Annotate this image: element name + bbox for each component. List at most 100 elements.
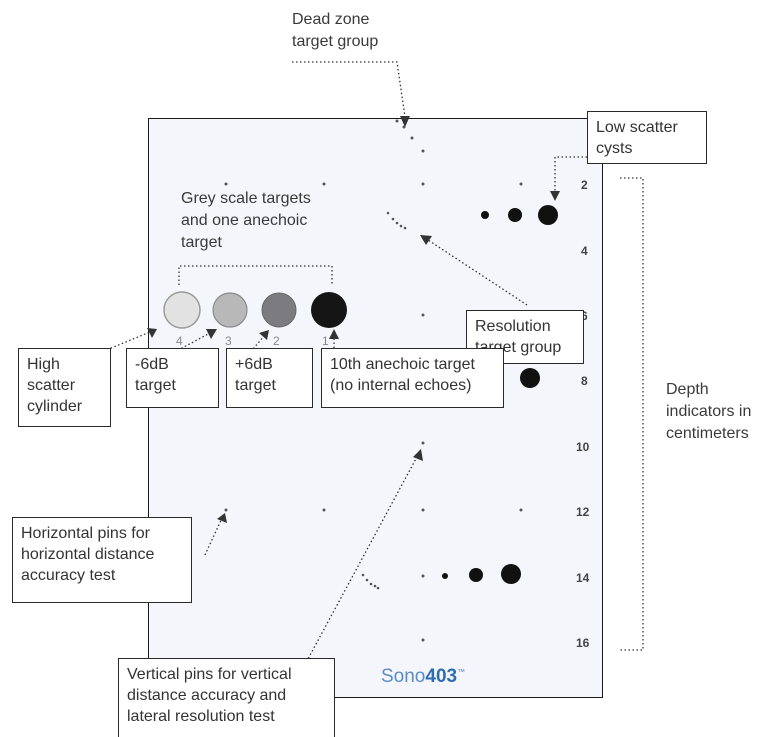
cyst-large-8 — [520, 368, 540, 388]
depth-marker: 8 — [581, 374, 588, 388]
resolution-pin — [399, 224, 403, 228]
dead-zone-pin — [410, 136, 414, 140]
resolution-pin — [391, 217, 395, 221]
label-line: High — [27, 356, 60, 373]
vertical-pin — [421, 574, 425, 578]
vertical-pins-box: Vertical pins for vertical distance accu… — [118, 658, 335, 737]
horizontal-pin — [224, 182, 228, 186]
label-line: Resolution — [475, 318, 551, 335]
grey-scale-number: 3 — [225, 334, 232, 348]
depth-marker: 14 — [576, 571, 590, 585]
horizontal-pins-box: Horizontal pins for horizontal distance … — [12, 517, 192, 603]
label-line: Dead zone — [292, 11, 370, 28]
horizontal-pin — [421, 508, 425, 512]
label-line: accuracy test — [21, 567, 116, 584]
label-line: distance accuracy and — [127, 687, 287, 704]
label-line: cysts — [596, 140, 633, 157]
label-line: cylinder — [27, 398, 83, 415]
grey-scale-number: 1 — [322, 334, 329, 348]
arrowhead — [329, 329, 339, 339]
label-line: centimeters — [666, 425, 749, 442]
resolution-pin — [365, 578, 369, 582]
cyst-large-14 — [501, 564, 521, 584]
brand-number: 403 — [425, 666, 458, 687]
label-line: Horizontal pins for — [21, 525, 150, 542]
grey-scale-label: Grey scale targets and one anechoic targ… — [181, 188, 311, 254]
label-line: target — [181, 234, 222, 251]
arrowhead — [259, 330, 269, 340]
depth-marker: 16 — [576, 636, 590, 650]
minus-6db-target — [212, 292, 248, 328]
horizontal-pin — [519, 182, 523, 186]
grey-scale-number: 2 — [273, 334, 280, 348]
resolution-pin — [369, 582, 373, 586]
arrowhead — [400, 116, 410, 127]
cyst-large — [538, 205, 558, 225]
grey-scale-bracket — [178, 265, 333, 285]
high-scatter-box: High scatter cylinder — [18, 348, 111, 427]
label-line: (no internal echoes) — [330, 377, 472, 394]
minus-6db-box: -6dB target — [126, 348, 219, 408]
label-line: horizontal distance — [21, 546, 155, 563]
horizontal-pin — [421, 182, 425, 186]
depth-marker: 6 — [581, 309, 588, 323]
resolution-pin — [373, 584, 377, 588]
high-scatter-leader — [69, 331, 151, 366]
brand-logo: Sono403™ — [381, 666, 465, 688]
depth-marker: 4 — [581, 244, 588, 258]
depth-indicators-label: Depth indicators in centimeters — [666, 379, 751, 445]
vertical-pin — [421, 441, 425, 445]
brand-prefix: Sono — [381, 666, 426, 687]
arrowhead — [420, 235, 432, 245]
horizontal-pin — [224, 508, 228, 512]
resolution-pin — [376, 586, 380, 590]
low-scatter-leader — [554, 156, 587, 195]
label-line: target — [135, 377, 176, 394]
brand-trademark: ™ — [457, 667, 466, 677]
resolution-pin — [386, 211, 390, 215]
cyst-medium-14 — [469, 568, 483, 582]
depth-bracket — [620, 177, 644, 651]
label-line: scatter — [27, 377, 76, 394]
arrowhead — [217, 513, 227, 523]
cyst-small — [481, 211, 489, 219]
cyst-tiny-14 — [442, 573, 448, 579]
label-line: and one anechoic — [181, 212, 308, 229]
arrowhead — [550, 191, 560, 201]
vertical-pin — [421, 313, 425, 317]
arrowhead — [413, 449, 423, 461]
plus-6db-target — [261, 292, 297, 328]
horizontal-pins-leader — [204, 517, 223, 556]
label-line: 10th anechoic target — [330, 356, 475, 373]
low-scatter-cysts-box: Low scatter cysts — [587, 111, 707, 164]
label-line: Low scatter — [596, 119, 678, 136]
depth-marker: 2 — [581, 178, 588, 192]
vertical-pins-leader — [294, 454, 419, 684]
label-line: -6dB — [135, 356, 169, 373]
phantom-panel — [148, 118, 603, 698]
depth-marker: 12 — [576, 505, 590, 519]
anechoic-target — [311, 292, 347, 328]
plus-6db-box: +6dB target — [226, 348, 313, 408]
label-line: indicators in — [666, 403, 752, 420]
horizontal-pin — [519, 508, 523, 512]
dead-zone-pin — [421, 149, 425, 153]
dead-zone-label: Dead zone target group — [292, 9, 378, 53]
arrowhead — [147, 328, 157, 338]
anechoic-target-box: 10th anechoic target (no internal echoes… — [321, 348, 504, 408]
label-line: target group — [292, 33, 379, 50]
resolution-pin — [395, 221, 399, 225]
resolution-leader — [424, 237, 528, 306]
arrowhead — [206, 329, 217, 339]
high-scatter-cylinder — [163, 291, 201, 329]
grey-scale-number: 4 — [176, 334, 183, 348]
vertical-pin — [421, 638, 425, 642]
label-line: Vertical pins for vertical — [127, 666, 292, 683]
horizontal-pin — [322, 182, 326, 186]
dead-zone-leader — [292, 61, 406, 118]
horizontal-pin — [322, 508, 326, 512]
dead-zone-pin — [395, 119, 399, 123]
label-line: +6dB — [235, 356, 273, 373]
depth-marker: 10 — [576, 440, 590, 454]
label-line: lateral resolution test — [127, 708, 275, 725]
